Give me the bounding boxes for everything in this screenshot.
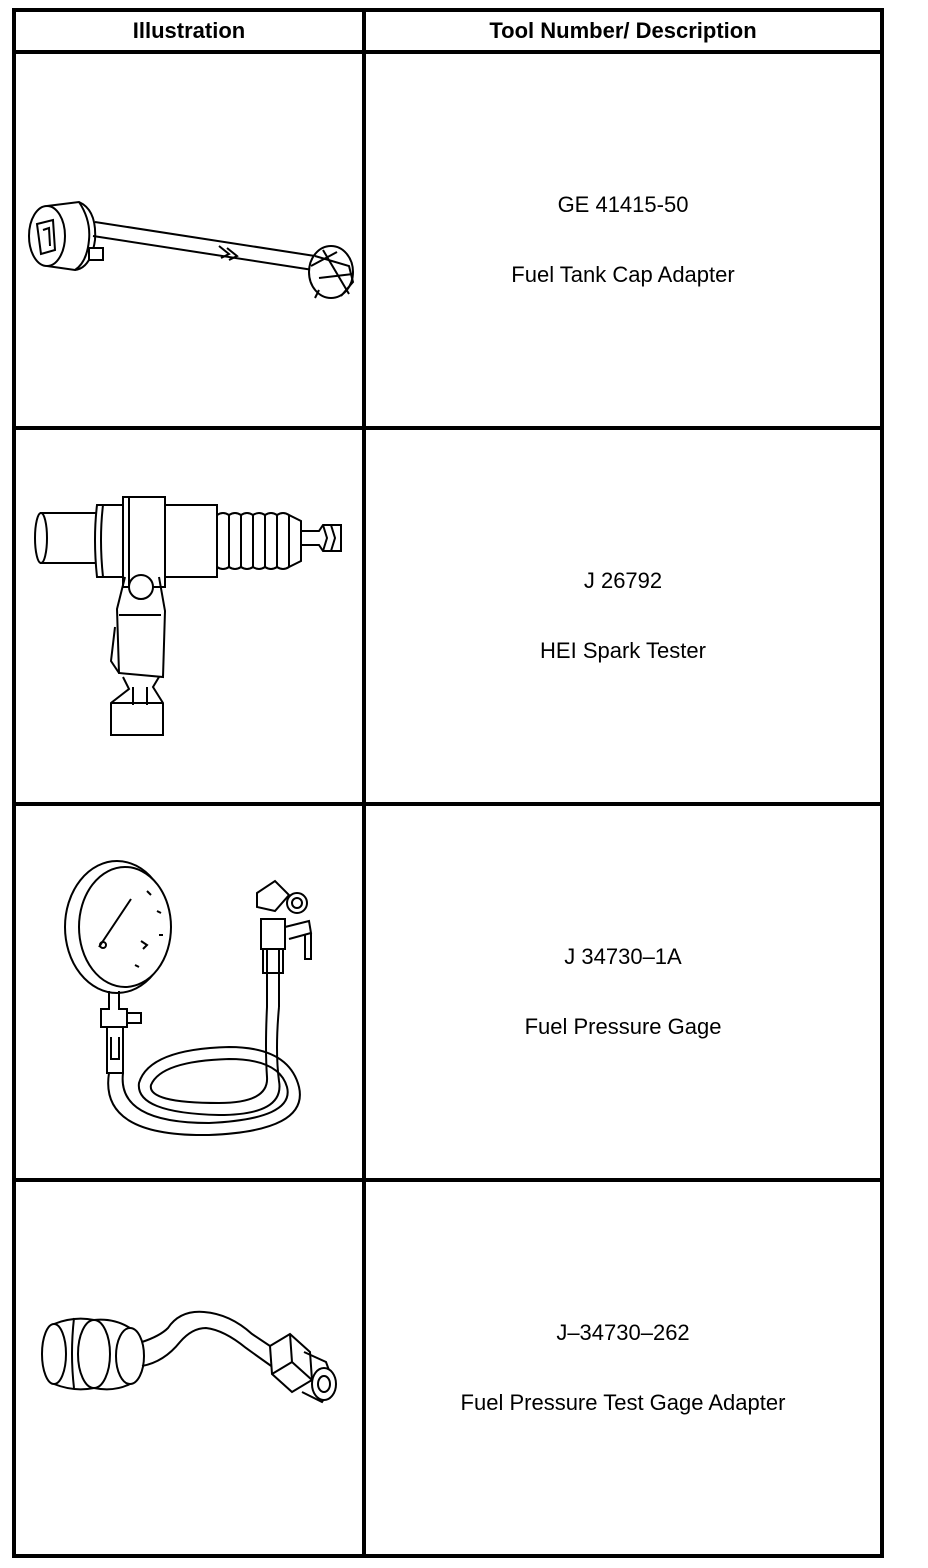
tool-number: J–34730–262 (556, 1320, 690, 1345)
illustration-cell (12, 1178, 366, 1558)
tool-name: HEI Spark Tester (540, 638, 706, 664)
tool-description-cell: J 26792 HEI Spark Tester (362, 426, 884, 807)
special-tools-table: Illustration Tool Number/ Description (12, 7, 884, 1558)
illustration-cell (12, 802, 366, 1183)
illustration-cell (12, 50, 366, 431)
description-header: Tool Number/ Description (362, 7, 884, 55)
tool-number: J 34730–1A (564, 944, 682, 970)
spark-tester-icon (19, 491, 359, 741)
fuel-tank-cap-adapter-icon (19, 170, 359, 310)
tool-description-cell: J–34730–262 Fuel Pressure Test Gage Adap… (362, 1178, 884, 1558)
table-header-row: Illustration Tool Number/ Description (12, 7, 884, 55)
illustration-cell (12, 426, 366, 807)
table-row: J–34730–262 Fuel Pressure Test Gage Adap… (12, 1178, 884, 1558)
fuel-pressure-gage-icon (39, 837, 339, 1147)
tool-name: Fuel Tank Cap Adapter (511, 262, 735, 288)
table-row: J 26792 HEI Spark Tester (12, 426, 884, 807)
tool-description-cell: J 34730–1A Fuel Pressure Gage (362, 802, 884, 1183)
illustration-header: Illustration (12, 7, 366, 55)
table-row: GE 41415-50 Fuel Tank Cap Adapter (12, 50, 884, 431)
tool-number: J 26792 (583, 568, 663, 594)
tool-name: Fuel Pressure Test Gage Adapter (460, 1390, 786, 1415)
tool-name: Fuel Pressure Gage (524, 1014, 722, 1040)
gage-adapter-icon (34, 1288, 344, 1448)
tool-number: GE 41415-50 (557, 192, 689, 218)
table-row: J 34730–1A Fuel Pressure Gage (12, 802, 884, 1183)
tool-description-cell: GE 41415-50 Fuel Tank Cap Adapter (362, 50, 884, 431)
